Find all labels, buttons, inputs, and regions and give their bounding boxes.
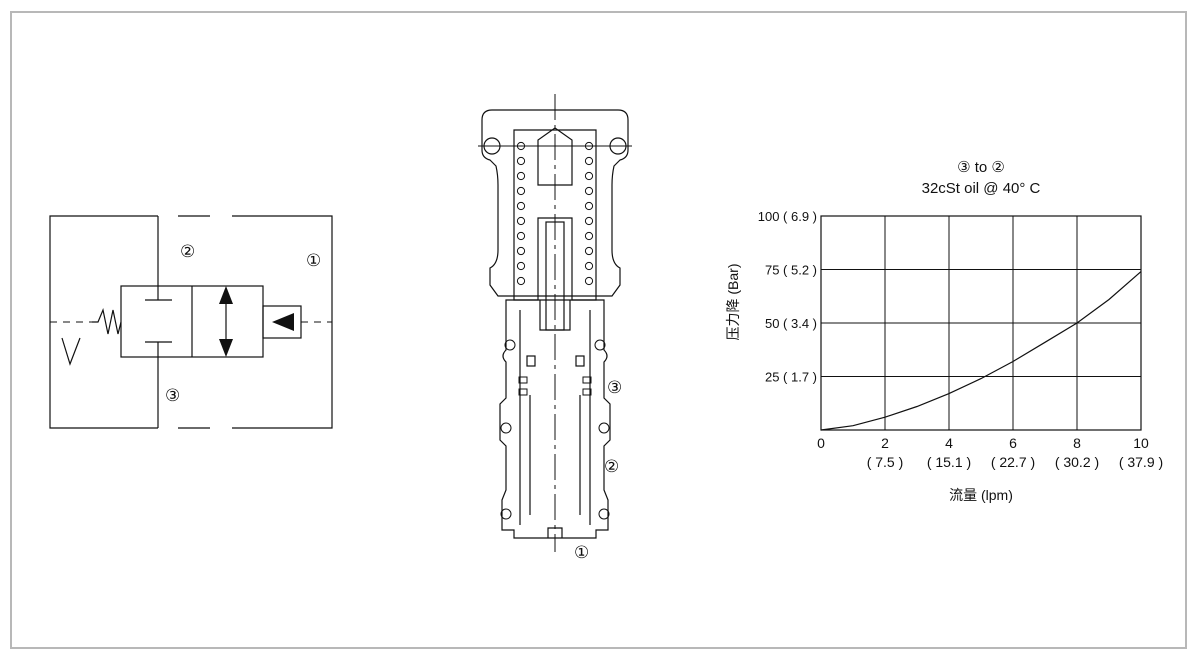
spring-coil <box>516 276 526 286</box>
chart-title-line2: 32cSt oil @ 40° C <box>922 180 1041 197</box>
right-port-slot <box>575 355 585 367</box>
x-tick-label-secondary: ( 15.1 ) <box>927 454 971 470</box>
spring-coil <box>584 141 594 151</box>
spring-coil <box>584 246 594 256</box>
y-tick-label: 25 ( 1.7 ) <box>765 370 817 385</box>
cutaway-port-2-label: ② <box>604 457 619 477</box>
y-tick-labels: 100 ( 6.9 ) 75 ( 5.2 ) 50 ( 3.4 ) 25 ( 1.7 … <box>758 209 817 385</box>
grid <box>821 216 1141 430</box>
spring-coils <box>516 141 594 286</box>
backup-ring <box>518 376 528 384</box>
sleeve-inner <box>519 310 591 525</box>
x-tick-labels-gpm: ( 7.5 ) ( 15.1 ) ( 22.7 ) ( 30.2 ) ( 37.9 ) <box>867 454 1163 470</box>
x-tick-label: 8 <box>1073 435 1081 451</box>
o-ring-seal <box>598 422 610 434</box>
spring-coil <box>584 156 594 166</box>
spring-coil <box>584 261 594 271</box>
pilot-triangle-icon <box>272 313 294 331</box>
hydraulic-schematic: ② ① ③ <box>49 215 333 429</box>
valve-cap-outline <box>481 109 629 297</box>
backup-ring <box>518 388 528 396</box>
x-tick-label: 0 <box>817 435 825 451</box>
spring-coil <box>516 171 526 181</box>
spring-coil <box>516 186 526 196</box>
x-tick-label: 2 <box>881 435 889 451</box>
spring-coil <box>516 201 526 211</box>
y-tick-label: 50 ( 3.4 ) <box>765 316 817 331</box>
spring-coil <box>584 201 594 211</box>
spool-bore <box>529 395 581 515</box>
arrow-down-icon <box>219 339 233 357</box>
o-ring-seal <box>594 339 606 351</box>
x-tick-label-secondary: ( 22.7 ) <box>991 454 1035 470</box>
arrow-up-icon <box>219 286 233 304</box>
spring-coil <box>584 186 594 196</box>
schematic-port-gaps <box>178 215 210 429</box>
backup-ring <box>582 376 592 384</box>
schematic-port-2-label: ② <box>180 242 195 262</box>
pilot-seat <box>537 127 573 186</box>
valve-body-outline <box>499 299 611 539</box>
schematic-port-1-label: ① <box>306 251 321 271</box>
o-ring-seal <box>504 339 516 351</box>
blocked-port-symbol <box>145 299 172 343</box>
y-axis-label: 压力降 (Bar) <box>725 264 741 341</box>
spring-coil <box>516 231 526 241</box>
figure-frame <box>10 11 1187 649</box>
x-tick-label-secondary: ( 30.2 ) <box>1055 454 1099 470</box>
x-tick-label-secondary: ( 37.9 ) <box>1119 454 1163 470</box>
o-ring-seals <box>500 339 610 520</box>
series-line <box>820 271 1142 431</box>
o-ring-seal <box>500 422 512 434</box>
cutaway-port-1-label: ① <box>574 543 589 563</box>
spring-coil <box>584 276 594 286</box>
left-port-slot <box>526 355 536 367</box>
nose-tip <box>547 527 563 538</box>
spring-coil <box>516 141 526 151</box>
y-tick-label: 75 ( 5.2 ) <box>765 263 817 278</box>
cutaway-port-3-label: ③ <box>607 378 622 398</box>
backup-ring <box>582 388 592 396</box>
x-tick-label: 4 <box>945 435 953 451</box>
spring-icon <box>92 307 122 335</box>
o-ring-seal <box>598 508 610 520</box>
spring-coil <box>584 171 594 181</box>
spring-coil <box>516 216 526 226</box>
schematic-port-3-label: ③ <box>165 386 180 406</box>
spring-coil <box>584 231 594 241</box>
spring-coil <box>584 216 594 226</box>
vent-symbol <box>61 337 81 366</box>
x-tick-label: 6 <box>1009 435 1017 451</box>
y-tick-label: 100 ( 6.9 ) <box>758 209 817 224</box>
spring-coil <box>516 261 526 271</box>
pressure-drop-chart: ③ to ② 32cSt oil @ 40° C 100 ( 6.9 ) 75 (… <box>725 159 1163 503</box>
o-ring-seal <box>500 508 512 520</box>
plunger-collar <box>539 300 571 331</box>
x-axis-label: 流量 (lpm) <box>949 487 1013 503</box>
spring-coil <box>516 156 526 166</box>
chart-title-line1: ③ to ② <box>957 159 1005 176</box>
x-tick-labels: 0 2 4 6 8 10 <box>817 435 1149 451</box>
x-tick-label: 10 <box>1133 435 1149 451</box>
spring-coil <box>516 246 526 256</box>
cartridge-cutaway: ③ ② ① <box>478 94 632 563</box>
x-tick-label-secondary: ( 7.5 ) <box>867 454 904 470</box>
